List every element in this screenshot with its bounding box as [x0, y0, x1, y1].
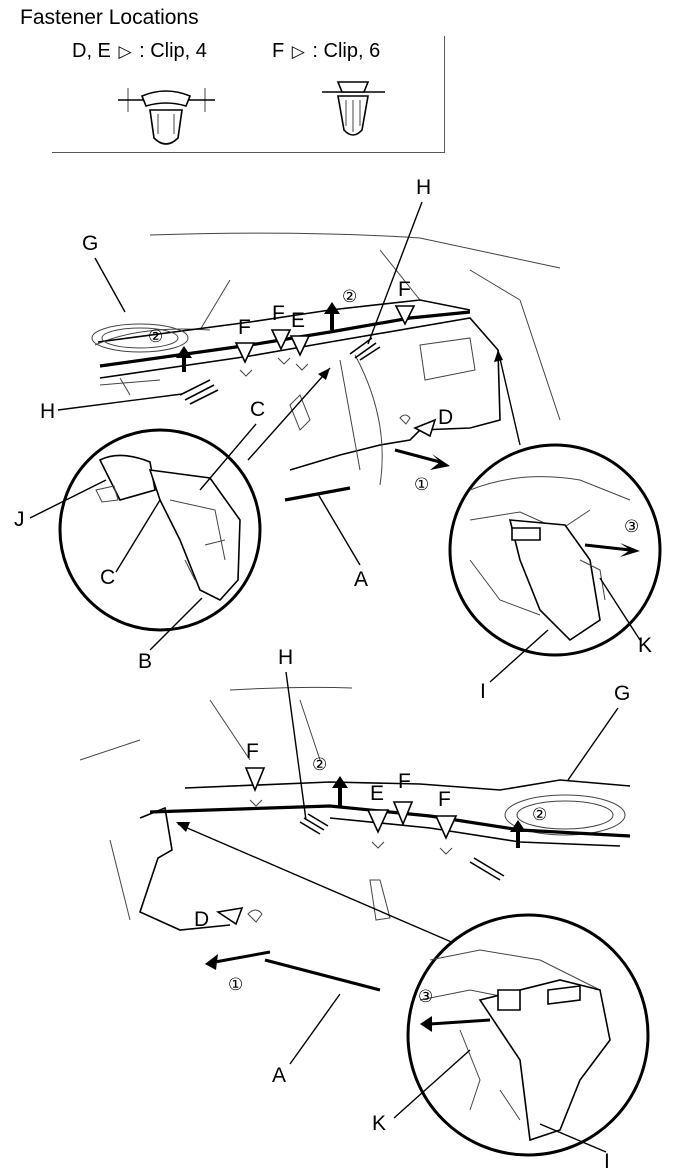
callout-f: F: [272, 302, 285, 325]
step-2-label: ②: [342, 287, 357, 307]
callout-c: C: [250, 398, 265, 421]
callout-e: E: [291, 309, 305, 332]
callout-c: C: [100, 566, 115, 589]
lower-view: ② ② ① G H F E F F D A ③ K I: [79, 646, 650, 1173]
callout-f: F: [398, 770, 411, 793]
legend-title: Fastener Locations: [20, 6, 199, 29]
clip-f-icon: [322, 81, 385, 136]
callout-d: D: [438, 406, 453, 429]
legend-row-f: F ▷ : Clip, 6: [272, 40, 380, 63]
legend-f-suffix: : Clip, 6: [312, 40, 381, 62]
legend-border-right: [444, 36, 445, 153]
callout-i: I: [604, 1150, 610, 1173]
callout-h: H: [416, 176, 431, 199]
legend-de-prefix: D, E: [72, 40, 111, 62]
legend-row-de: D, E ▷ : Clip, 4: [72, 40, 207, 63]
callout-f: F: [238, 316, 251, 339]
callout-g: G: [82, 232, 98, 255]
step-1-label: ①: [228, 975, 243, 995]
legend-de-suffix: : Clip, 4: [139, 40, 207, 62]
step-3-label: ③: [624, 517, 639, 537]
callout-j: J: [14, 508, 25, 531]
step-1-label: ①: [414, 475, 429, 495]
callout-g: G: [614, 682, 630, 705]
callout-f: F: [398, 278, 411, 301]
callout-h: H: [40, 400, 55, 423]
callout-a: A: [354, 568, 368, 591]
step-2-label: ②: [312, 755, 327, 775]
callout-k: K: [372, 1112, 386, 1135]
clip-de-icon: [118, 88, 215, 145]
step-3-label: ③: [418, 987, 433, 1007]
callout-k: K: [638, 634, 652, 657]
triangle-marker-icon: ▷: [291, 42, 305, 61]
triangle-marker-icon: ▷: [118, 42, 132, 61]
legend-f-prefix: F: [272, 40, 285, 62]
legend-border-bottom: [52, 152, 444, 153]
callout-h: H: [278, 646, 293, 669]
step-2-label: ②: [532, 805, 547, 825]
callout-f: F: [438, 788, 451, 811]
callout-e: E: [370, 782, 384, 805]
callout-d: D: [194, 908, 209, 931]
fastener-legend: Fastener Locations D, E ▷ : Clip, 4 F ▷ …: [0, 0, 460, 155]
callout-i: I: [480, 680, 486, 703]
callout-f: F: [246, 740, 259, 763]
callout-a: A: [272, 1064, 286, 1087]
upper-view: ② ② ① G H F F E F D H A C C J B: [14, 176, 662, 703]
callout-b: B: [138, 650, 152, 673]
step-2-label: ②: [148, 327, 163, 347]
